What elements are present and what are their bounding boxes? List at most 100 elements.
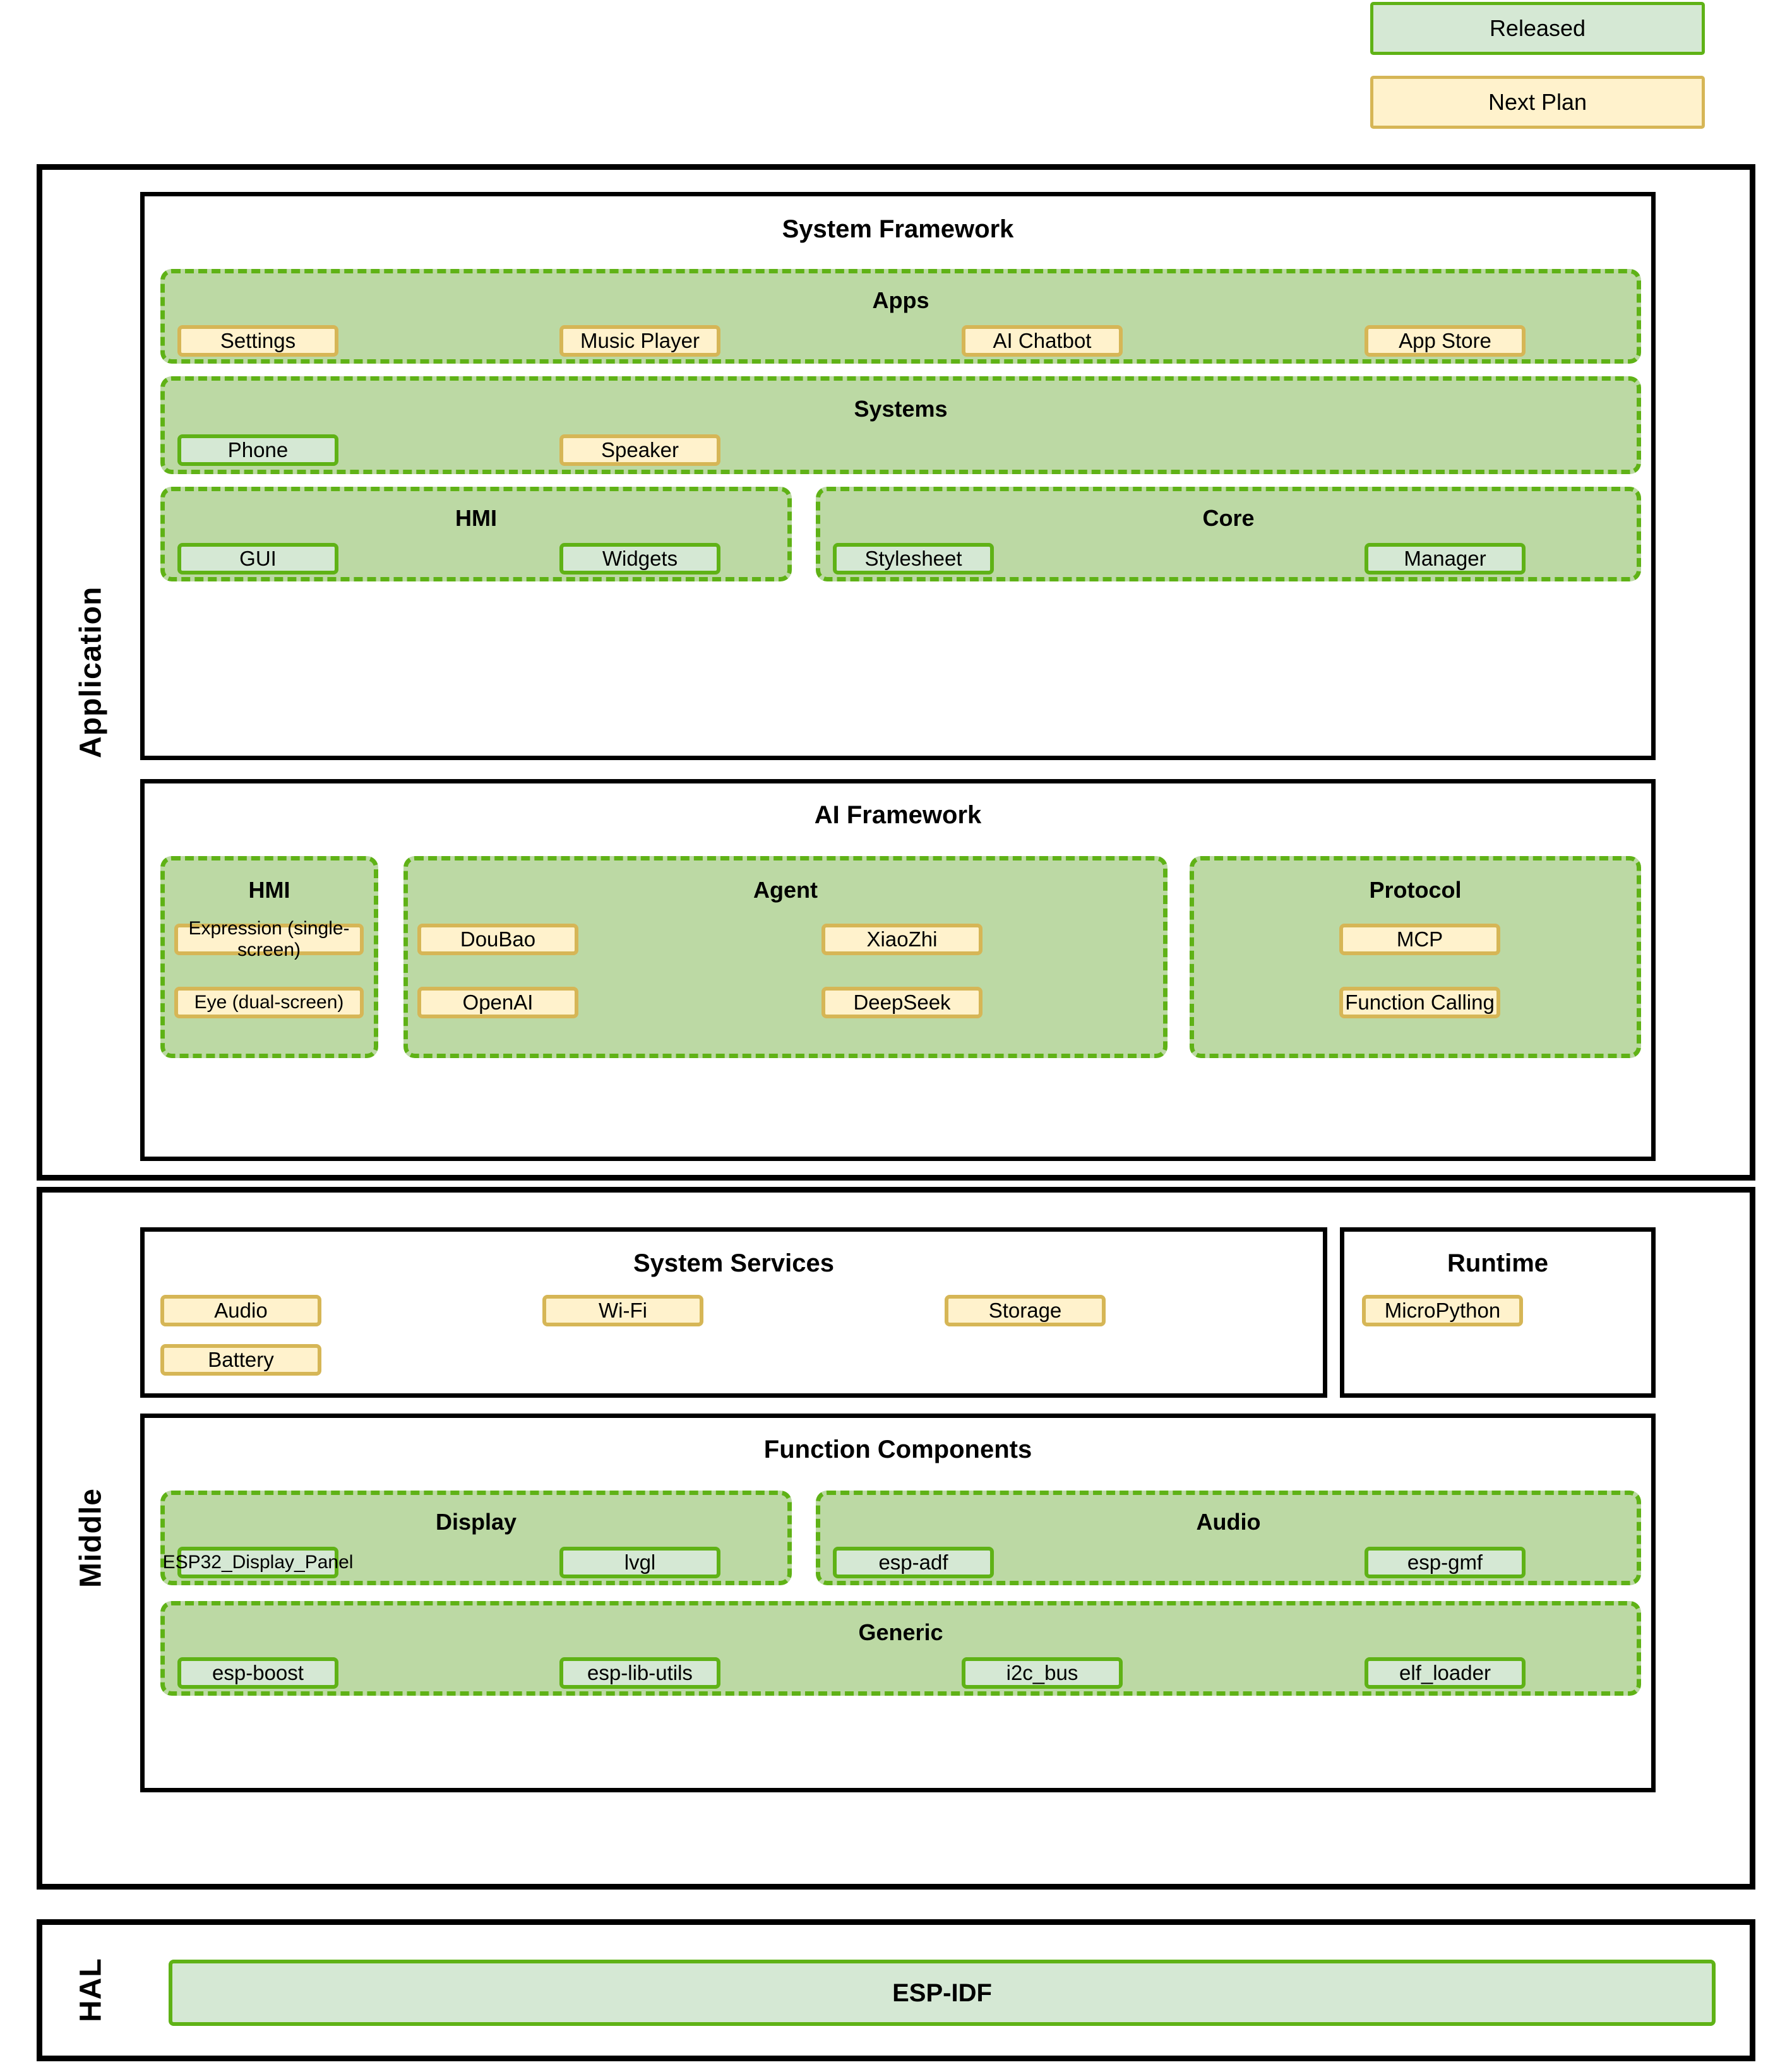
legend-released-chip: Released [1370,2,1705,55]
leaf-label: Phone [227,438,289,462]
panel-runtime-title: Runtime [1447,1249,1548,1277]
group-apps-title: Apps [872,287,929,313]
leaf-label: Widgets [602,547,678,571]
leaf-micropython[interactable]: MicroPython [1362,1295,1523,1326]
leaf-esp-idf[interactable]: ESP-IDF [169,1960,1716,2026]
leaf-widgets[interactable]: Widgets [559,543,720,575]
leaf-label: Speaker [601,438,679,462]
leaf-label: DouBao [460,927,536,951]
tier-middle-label: Middle [74,1488,108,1588]
leaf-esp-lib-utils[interactable]: esp-lib-utils [559,1657,720,1689]
leaf-app-store[interactable]: App Store [1365,325,1526,357]
tier-hal: HAL ESP-IDF [37,1919,1755,2061]
leaf-expression-single-screen[interactable]: Expression (single-screen) [174,918,364,960]
group-apps: Apps Settings Music Player AI Chatbot Ap… [160,269,1641,364]
leaf-label: Eye (dual-screen) [194,991,344,1013]
group-audio-components: Audio esp-adf esp-gmf [816,1491,1641,1585]
group-audio-components-title: Audio [1196,1509,1261,1535]
group-display-title: Display [435,1509,517,1535]
group-generic: Generic esp-boost esp-lib-utils i2c_bus … [160,1601,1641,1696]
leaf-label: Manager [1404,547,1486,571]
leaf-label: XiaoZhi [866,927,938,951]
leaf-gui[interactable]: GUI [177,543,338,575]
panel-system-services-title: System Services [633,1249,834,1277]
leaf-label: esp-boost [212,1661,304,1685]
leaf-label: Wi-Fi [599,1299,647,1323]
tier-application: Application System Framework Apps Settin… [37,164,1755,1181]
legend-next-plan-chip: Next Plan [1370,76,1705,129]
tier-hal-label: HAL [74,1958,108,2023]
leaf-label: GUI [239,547,277,571]
leaf-wifi-service[interactable]: Wi-Fi [542,1295,703,1326]
leaf-label: lvgl [624,1551,656,1575]
leaf-label: ESP32_Display_Panel [162,1551,354,1573]
leaf-label: esp-lib-utils [587,1661,693,1685]
leaf-label: MicroPython [1384,1299,1501,1323]
leaf-openai[interactable]: OpenAI [417,987,578,1018]
leaf-label: esp-adf [878,1551,948,1575]
leaf-i2c-bus[interactable]: i2c_bus [962,1657,1123,1689]
panel-system-services: System Services Audio Wi-Fi Storage Batt… [140,1227,1327,1398]
leaf-ai-chatbot[interactable]: AI Chatbot [962,325,1123,357]
leaf-label: MCP [1396,927,1443,951]
legend: Released Next Plan [1370,0,1705,129]
leaf-function-calling[interactable]: Function Calling [1339,987,1500,1018]
group-ai-hmi: HMI Expression (single-screen) Eye (dual… [160,856,378,1058]
leaf-label: Audio [214,1299,268,1323]
leaf-label: Expression (single-screen) [188,917,350,961]
group-protocol-title: Protocol [1369,877,1462,903]
leaf-speaker[interactable]: Speaker [559,434,720,466]
leaf-doubao[interactable]: DouBao [417,924,578,955]
panel-runtime: Runtime MicroPython [1340,1227,1656,1398]
leaf-label: AI Chatbot [993,329,1092,353]
leaf-mcp[interactable]: MCP [1339,924,1500,955]
panel-function-components: Function Components Display ESP32_Displa… [140,1414,1656,1792]
leaf-esp32-display-panel[interactable]: ESP32_Display_Panel [163,1547,353,1578]
leaf-esp-boost[interactable]: esp-boost [177,1657,338,1689]
group-protocol: Protocol MCP Function Calling [1190,856,1641,1058]
leaf-eye-dual-screen[interactable]: Eye (dual-screen) [174,987,364,1018]
leaf-label: ESP-IDF [892,1979,992,2007]
panel-system-framework-title: System Framework [782,215,1014,243]
group-systems: Systems Phone Speaker [160,376,1641,474]
group-agent: Agent DouBao XiaoZhi OpenAI DeepSeek [403,856,1168,1058]
leaf-battery-service[interactable]: Battery [160,1344,321,1376]
leaf-settings[interactable]: Settings [177,325,338,357]
leaf-label: Stylesheet [864,547,962,571]
group-hmi-system: HMI GUI Widgets [160,487,792,581]
leaf-esp-adf[interactable]: esp-adf [833,1547,994,1578]
legend-next-plan-label: Next Plan [1488,89,1587,115]
leaf-elf-loader[interactable]: elf_loader [1365,1657,1526,1689]
leaf-stylesheet[interactable]: Stylesheet [833,543,994,575]
leaf-phone[interactable]: Phone [177,434,338,466]
leaf-label: App Store [1399,329,1491,353]
leaf-label: Settings [220,329,296,353]
group-display: Display ESP32_Display_Panel lvgl [160,1491,792,1585]
group-core: Core Stylesheet Manager [816,487,1641,581]
group-ai-hmi-title: HMI [248,877,290,903]
tier-middle: Middle System Services Audio Wi-Fi Stora… [37,1187,1755,1890]
leaf-music-player[interactable]: Music Player [559,325,720,357]
group-hmi-system-title: HMI [455,505,497,531]
leaf-label: DeepSeek [853,991,951,1015]
leaf-label: Music Player [580,329,700,353]
panel-ai-framework: AI Framework HMI Expression (single-scre… [140,779,1656,1161]
leaf-xiaozhi[interactable]: XiaoZhi [821,924,983,955]
leaf-label: Storage [988,1299,1062,1323]
leaf-storage-service[interactable]: Storage [945,1295,1106,1326]
group-generic-title: Generic [858,1619,943,1645]
leaf-label: i2c_bus [1006,1661,1078,1685]
leaf-label: Function Calling [1345,991,1495,1015]
leaf-label: OpenAI [462,991,534,1015]
leaf-label: Battery [208,1348,274,1372]
leaf-esp-gmf[interactable]: esp-gmf [1365,1547,1526,1578]
leaf-lvgl[interactable]: lvgl [559,1547,720,1578]
leaf-deepseek[interactable]: DeepSeek [821,987,983,1018]
panel-system-framework: System Framework Apps Settings Music Pla… [140,192,1656,760]
panel-function-components-title: Function Components [763,1436,1032,1463]
leaf-audio-service[interactable]: Audio [160,1295,321,1326]
leaf-manager[interactable]: Manager [1365,543,1526,575]
group-agent-title: Agent [753,877,818,903]
leaf-label: elf_loader [1399,1661,1491,1685]
